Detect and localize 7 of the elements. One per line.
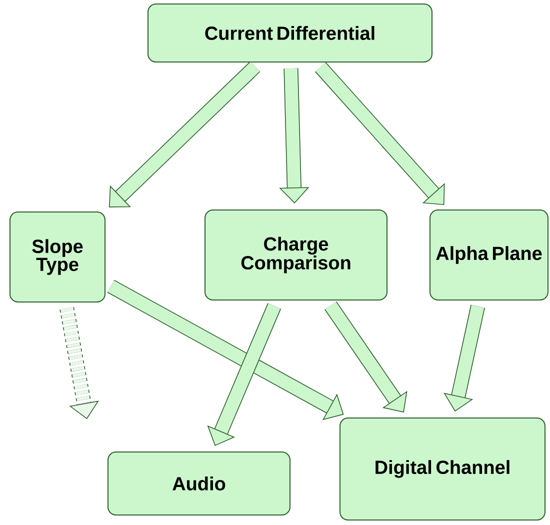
process-box: Digital Channel bbox=[340, 418, 546, 520]
process-box: Current Differential bbox=[148, 4, 432, 62]
process-box: Charge Comparison bbox=[204, 210, 388, 300]
process-box: Audio bbox=[108, 452, 290, 516]
process-box: Alpha Plane bbox=[430, 210, 548, 300]
process-box: Slope Type bbox=[10, 212, 106, 302]
block-arrow bbox=[108, 61, 260, 208]
